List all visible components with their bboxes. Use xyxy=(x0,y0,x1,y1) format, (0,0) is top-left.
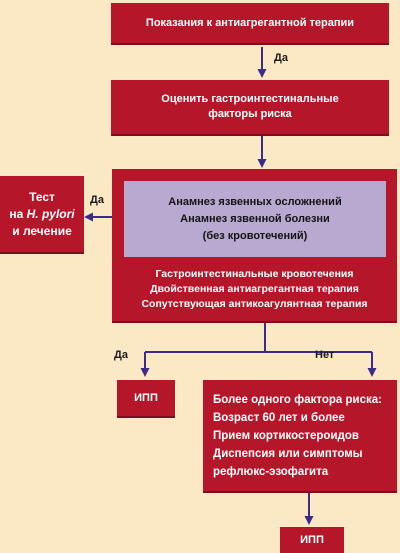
risk-line-3: Сопутствующая антикоагулянтная терапия xyxy=(141,297,368,310)
ulcer-history-box: Анамнез язвенных осложнений Анамнез язве… xyxy=(124,181,386,257)
indications-text: Показания к антиагрегантной терапии xyxy=(145,16,355,29)
test-hpylori-box: Тест на H. pylori и лечение xyxy=(0,176,84,254)
ppi-bottom-text: ИПП xyxy=(300,533,324,546)
history-line-1: Анамнез язвенных осложнений xyxy=(168,195,342,208)
test-line-2: на H. pylori xyxy=(9,206,74,223)
ppi-box-left: ИПП xyxy=(117,380,175,418)
ppi-box-bottom: ИПП xyxy=(280,527,344,553)
no-label-branch: Нет xyxy=(315,349,335,361)
history-line-2: Анамнез язвенной болезни xyxy=(180,212,330,225)
risk-line-1: Гастроинтестинальные кровотечения xyxy=(155,267,354,280)
risk-line-2: Двойственная антиагрегантная терапия xyxy=(150,282,359,295)
multiple-risk-factors-box: Более одного фактора риска: Возраст 60 л… xyxy=(203,380,397,493)
multi-risk-line-1: Более одного фактора риска: xyxy=(213,393,382,406)
test-line-1: Тест xyxy=(29,189,55,204)
assess-risk-box: Оценить гастроинтестинальные факторы рис… xyxy=(111,80,389,136)
yes-label-top: Да xyxy=(274,52,288,64)
risk-list: Гастроинтестинальные кровотечения Двойст… xyxy=(113,262,396,316)
multi-risk-line-4: Диспепсия или симптомы xyxy=(213,447,363,460)
test-line-3: и лечение xyxy=(12,223,72,238)
ppi-left-text: ИПП xyxy=(134,391,158,404)
assess-line-2: факторы риска xyxy=(208,108,292,120)
multi-risk-line-2: Возраст 60 лет и более xyxy=(213,411,345,424)
multi-risk-line-5: рефлюкс-эзофагита xyxy=(213,465,329,478)
test-line-2-prefix: на xyxy=(9,206,27,221)
assess-line-1: Оценить гастроинтестинальные xyxy=(161,93,339,105)
history-line-3: (без кровотечений) xyxy=(202,229,308,242)
test-line-2-italic: H. pylori xyxy=(26,206,75,221)
multi-risk-line-3: Прием кортикостероидов xyxy=(213,429,359,442)
yes-label-branch: Да xyxy=(114,349,128,361)
yes-label-left: Да xyxy=(90,194,104,206)
branch-connector xyxy=(145,322,372,353)
indications-box: Показания к антиагрегантной терапии xyxy=(111,3,389,45)
